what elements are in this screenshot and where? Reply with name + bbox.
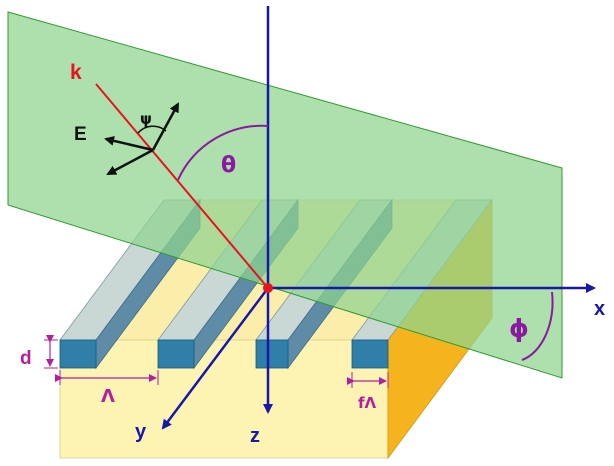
- phi-arc: [521, 291, 554, 361]
- electric-field-arrows: [104, 102, 180, 176]
- psi-arc: [137, 125, 167, 134]
- field-arrow-up: [151, 102, 180, 151]
- wave-vector-k: [95, 83, 269, 289]
- dimension-markers: [44, 335, 389, 388]
- label-y: y: [135, 421, 147, 443]
- label-theta: θ: [221, 153, 236, 178]
- label-phi: ϕ: [509, 314, 529, 343]
- field-arrow-left: [104, 135, 154, 152]
- label-psi: ψ: [140, 110, 152, 128]
- label-k: k: [70, 61, 82, 84]
- label-fill-period: fΛ: [358, 394, 377, 412]
- label-d: d: [20, 348, 32, 369]
- theta-arc: [177, 124, 269, 181]
- y-axis: [161, 287, 269, 430]
- field-arrow-down: [106, 148, 154, 176]
- plane-of-incidence: [7, 11, 563, 379]
- label-z: z: [250, 425, 260, 447]
- origin-point: [263, 283, 273, 293]
- label-x: x: [594, 298, 605, 320]
- label-period: Λ: [101, 386, 115, 407]
- label-e: E: [74, 124, 87, 145]
